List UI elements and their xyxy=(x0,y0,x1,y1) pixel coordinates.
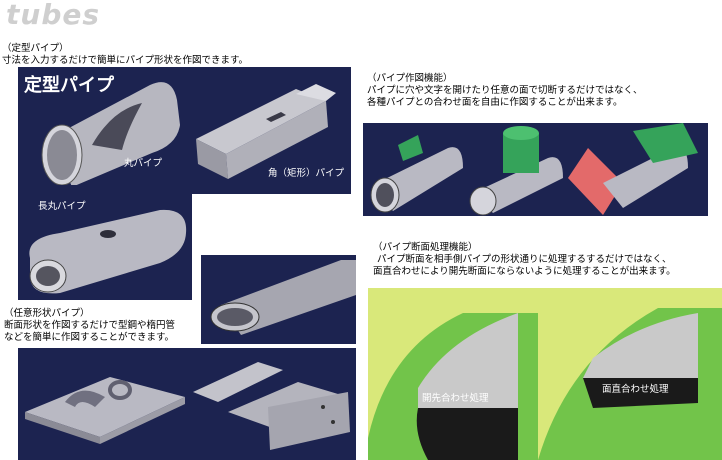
fixed-pipe-heading: （定型パイプ） xyxy=(2,43,69,54)
oval-pipe-panel: 長丸パイプ xyxy=(18,194,192,300)
drawing-heading: （パイプ作図機能） xyxy=(367,73,453,84)
bevel-label: 開先合わせ処理 xyxy=(422,393,489,404)
panel-title: 定型パイプ xyxy=(24,75,114,96)
arbitrary-line1: 断面形状を作図するだけで型鋼や楕円管 xyxy=(4,320,176,331)
arbitrary-heading: （任意形状パイプ） xyxy=(4,308,90,319)
square-pipe-label: 角（矩形）パイプ xyxy=(268,168,345,179)
bevel-image xyxy=(368,313,538,460)
fixed-pipe-desc: 寸法を入力するだけで簡単にパイプ形状を作図できます。 xyxy=(2,55,249,66)
perforated-pipe-panel xyxy=(201,255,356,344)
perp-panel: 面直合わせ処理 xyxy=(538,288,722,460)
arbitrary-line2: などを簡単に作図することができます。 xyxy=(4,332,175,343)
drawing-line2: 各種パイプとの合わせ面を自由に作図することが出来ます。 xyxy=(367,97,623,108)
shaped-pipe-panel xyxy=(18,348,356,460)
round-pipe-label: 丸パイプ xyxy=(124,158,163,169)
section-proc-heading: （パイプ断面処理機能） xyxy=(373,242,478,253)
logo: tubes xyxy=(6,0,101,31)
oval-pipe-image xyxy=(29,209,187,294)
oval-pipe-label: 長丸パイプ xyxy=(38,201,86,212)
perp-image xyxy=(538,308,722,460)
drawing-line1: パイプに穴や文字を開けたり任意の面で切断するだけではなく、 xyxy=(367,85,643,96)
bevel-panel: 開先合わせ処理 xyxy=(368,288,538,460)
section-proc-line1: パイプ断面を相手側パイプの形状通りに処理するするだけではなく、 xyxy=(377,254,672,265)
fixed-pipe-panel: 定型パイプ 丸パイプ 角（矩形）パイプ xyxy=(18,67,351,194)
drawing-pipes-image xyxy=(370,123,698,216)
perforated-pipe-image xyxy=(210,260,356,335)
round-pipe-image xyxy=(41,82,180,185)
square-pipe-image xyxy=(196,84,336,179)
drawing-panel xyxy=(363,123,708,216)
perp-label: 面直合わせ処理 xyxy=(602,384,669,395)
section-proc-line2: 面直合わせにより開先断面にならないように処理することが出来ます。 xyxy=(373,266,676,277)
h-beam-image xyxy=(193,362,350,450)
channel-pipe-image xyxy=(25,377,185,444)
